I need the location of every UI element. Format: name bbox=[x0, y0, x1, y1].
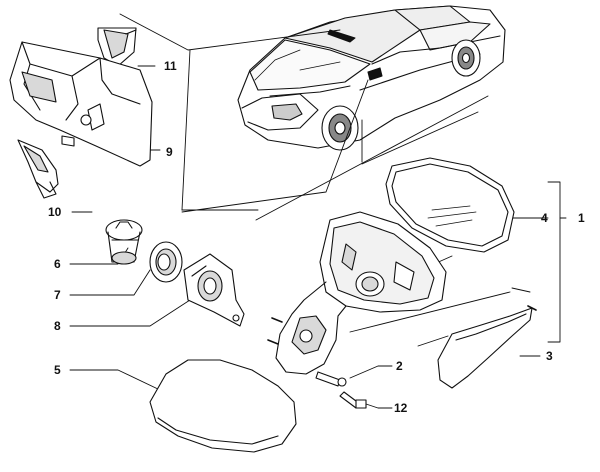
part-3-trim bbox=[437, 305, 537, 389]
callout-1: 1 bbox=[578, 211, 585, 225]
callout-10: 10 bbox=[48, 205, 62, 219]
callout-9: 9 bbox=[166, 145, 173, 159]
callout-5: 5 bbox=[54, 363, 61, 377]
callout-8: 8 bbox=[54, 319, 61, 333]
car-illustration bbox=[237, 5, 506, 151]
part-12-bolt bbox=[339, 391, 367, 409]
callout-3: 3 bbox=[546, 349, 553, 363]
part-10-bracket bbox=[17, 139, 59, 199]
mirror-body-assembly bbox=[267, 211, 447, 375]
leader-lines bbox=[69, 13, 567, 409]
callout-4: 4 bbox=[541, 211, 548, 225]
part-9-housing bbox=[9, 41, 153, 167]
part-4-mirror-glass bbox=[385, 157, 515, 253]
callout-2: 2 bbox=[396, 359, 403, 373]
part-6-connector bbox=[105, 219, 143, 265]
callout-11: 11 bbox=[164, 59, 177, 73]
part-2-screw bbox=[315, 371, 347, 387]
part-5-cover bbox=[149, 359, 297, 453]
callout-7: 7 bbox=[54, 288, 61, 302]
part-8-plate bbox=[183, 253, 245, 327]
callout-6: 6 bbox=[54, 257, 61, 271]
part-7-ring bbox=[149, 241, 183, 283]
part-11-bracket bbox=[97, 27, 137, 67]
callout-12: 12 bbox=[394, 401, 408, 415]
